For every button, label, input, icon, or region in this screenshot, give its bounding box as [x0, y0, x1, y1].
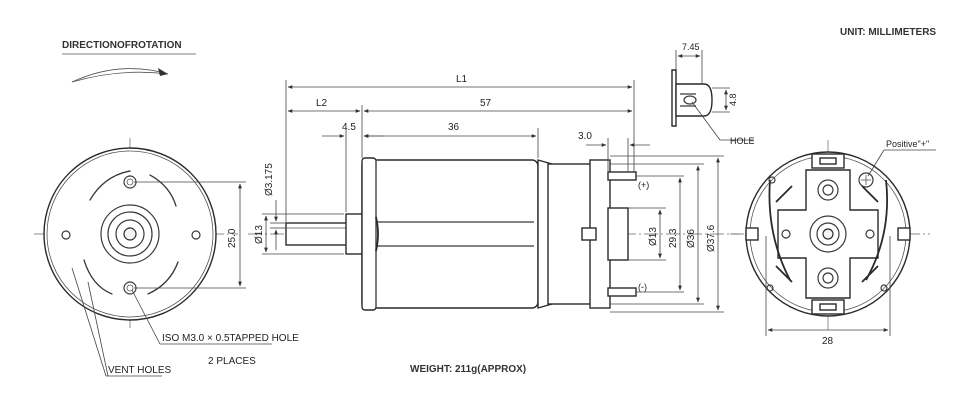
- positive-marker-icon: [858, 172, 874, 188]
- svg-text:Ø36: Ø36: [686, 229, 697, 248]
- svg-text:L1: L1: [456, 74, 468, 85]
- svg-text:7.45: 7.45: [682, 42, 700, 52]
- terminal-tab: [675, 83, 713, 117]
- front-view: [34, 138, 238, 330]
- vent-leader-2: [87, 281, 109, 377]
- vent-hole-slots: [83, 170, 179, 295]
- direction-of-rotation-label: DIRECTIONOFROTATION: [62, 40, 182, 51]
- dim-d13-right: Ø13: [628, 207, 666, 261]
- terminal-plus: [607, 171, 637, 181]
- svg-text:Ø3.175: Ø3.175: [264, 163, 275, 196]
- svg-text:Ø37.6: Ø37.6: [706, 224, 717, 252]
- vent-holes-label: VENT HOLES: [108, 365, 171, 376]
- terminal-minus: [607, 287, 637, 297]
- tapped-hole-label: ISO M3.0 × 0.5TAPPED HOLE: [162, 333, 299, 344]
- front-boss: [100, 204, 160, 264]
- terminal-hole: [683, 95, 697, 105]
- unit-label: UNIT: MILLIMETERS: [840, 27, 936, 38]
- front-shaft: [123, 227, 137, 241]
- hole-label: HOLE: [730, 136, 755, 146]
- dim-28: 28: [765, 236, 891, 347]
- rear-notch-right: [897, 227, 911, 241]
- dim-d3-175: Ø3.175: [264, 163, 286, 250]
- dim-d37-6: Ø37.6: [610, 155, 724, 313]
- rotation-arrow-icon: [71, 68, 169, 83]
- rear-notch-left: [745, 227, 759, 241]
- side-body: [361, 159, 539, 309]
- terminal-detail: 7.45 4.8 HOLE: [671, 42, 755, 146]
- vent-leader-1: [71, 267, 107, 377]
- dim-L1: L1: [285, 74, 635, 222]
- places-label: 2 PLACES: [208, 356, 256, 367]
- svg-text:36: 36: [448, 122, 460, 133]
- dim-29-3: 29.3: [636, 175, 684, 293]
- side-rear-boss: [607, 207, 629, 261]
- dim-4-5-36: 4.5 36: [322, 122, 539, 212]
- tapped-hole-leader: [131, 289, 161, 345]
- svg-text:4.8: 4.8: [728, 93, 738, 106]
- svg-text:L2: L2: [316, 98, 328, 109]
- svg-text:Ø13: Ø13: [254, 225, 265, 244]
- dim-25-0: 25.0: [134, 181, 246, 289]
- terminal-plus-label: (+): [638, 180, 649, 190]
- positive-leader: [867, 149, 885, 177]
- svg-text:25.0: 25.0: [227, 228, 238, 248]
- terminal-minus-label: (-): [638, 282, 647, 292]
- svg-text:57: 57: [480, 98, 492, 109]
- side-view: [248, 157, 740, 311]
- svg-text:28: 28: [822, 336, 834, 347]
- side-shaft: [285, 222, 349, 246]
- dim-L2-57: L2 57: [287, 98, 633, 158]
- dim-d36: Ø36: [610, 163, 704, 305]
- svg-text:29.3: 29.3: [668, 228, 679, 248]
- svg-text:4.5: 4.5: [342, 122, 356, 133]
- svg-text:Ø13: Ø13: [648, 227, 659, 246]
- weight-label: WEIGHT: 211g(APPROX): [410, 364, 526, 375]
- svg-text:3.0: 3.0: [578, 131, 592, 142]
- dim-3-0: 3.0: [578, 131, 650, 172]
- rear-view: [730, 140, 930, 330]
- positive-label: Positive"+": [886, 139, 929, 149]
- dim-d13-left: Ø13: [254, 213, 344, 255]
